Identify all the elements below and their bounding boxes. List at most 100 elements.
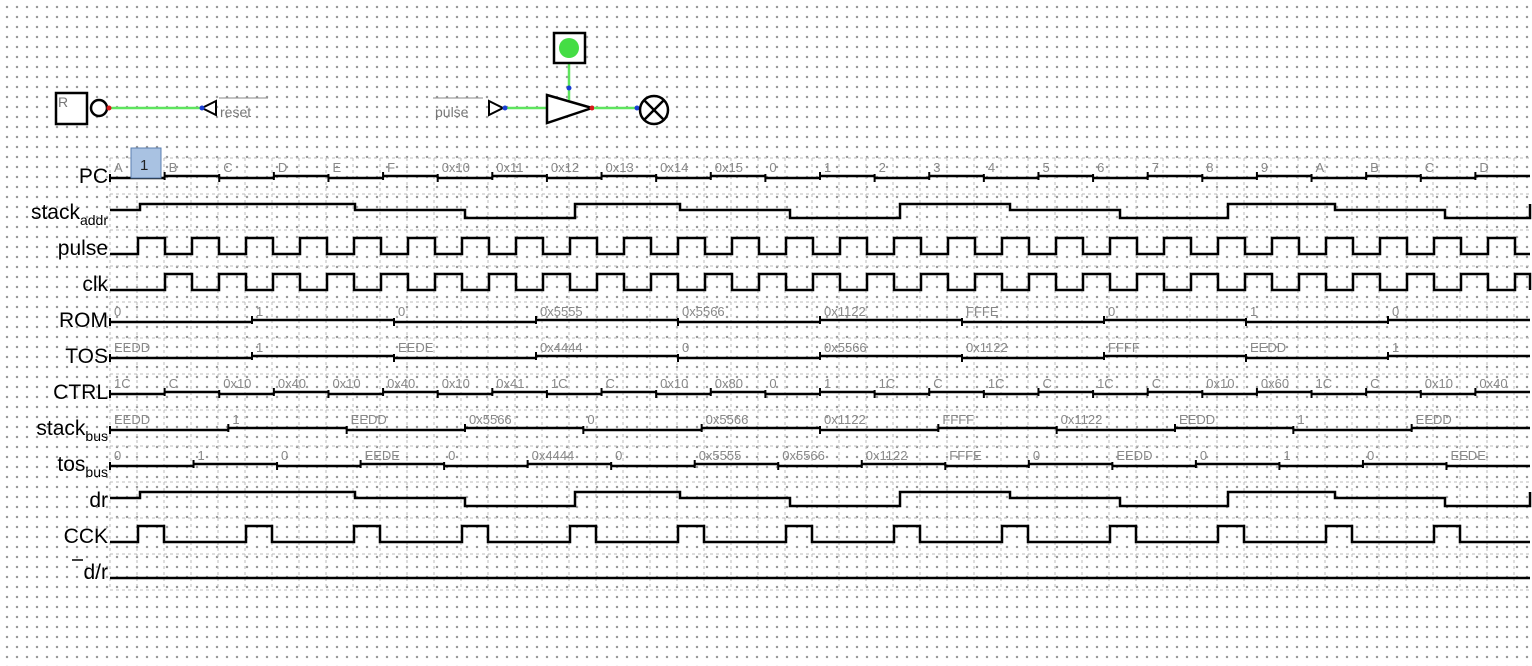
- bus-value: FFFE: [966, 304, 999, 319]
- bus-value: 0x5566: [469, 412, 512, 427]
- bus-value: 1: [1297, 412, 1304, 427]
- led-output[interactable]: [552, 31, 587, 65]
- bus-value: 0x13: [606, 160, 634, 175]
- signal-label-clk: clk: [82, 273, 108, 296]
- bus-value: 0x1122: [1061, 412, 1103, 427]
- bus-value: 1: [256, 340, 263, 355]
- bus-value: 1: [1392, 340, 1399, 355]
- bus-value: 0: [769, 376, 776, 391]
- signal-label-stack_bus: stackbus: [36, 417, 108, 444]
- bus-value: 0x10: [442, 376, 470, 391]
- reset-tunnel[interactable]: reset: [199, 97, 269, 120]
- signal-label-pulse: pulse: [58, 237, 108, 260]
- bus-value: 0x5566: [782, 448, 825, 463]
- bus-value: EEDD: [1116, 448, 1152, 463]
- signal-names: PCstackaddrpulseclkROMTOSCTRLstackbustos…: [31, 165, 109, 584]
- pin-blue-icon: [634, 105, 640, 111]
- reset-button[interactable]: R: [54, 91, 89, 126]
- time-cursor[interactable]: 1: [130, 147, 162, 179]
- bus-value: 0: [1108, 304, 1115, 319]
- bus-value: 0x10: [1425, 376, 1453, 391]
- bus-value: 0x80: [715, 376, 743, 391]
- bus-value: 0x40: [1479, 376, 1507, 391]
- bus-value: 0x40: [387, 376, 415, 391]
- bus-value: 0: [682, 340, 689, 355]
- bus-value: 0: [587, 412, 594, 427]
- bus-value: 8: [1206, 160, 1213, 175]
- bus-value: 0x60: [1261, 376, 1289, 391]
- bus-value: C: [606, 376, 615, 391]
- bus-value: B: [169, 160, 178, 175]
- bus-value: 0: [1392, 304, 1399, 319]
- bus-value: FFFE: [949, 448, 982, 463]
- bus-value: 1C: [1097, 376, 1114, 391]
- bus-value: FFFF: [1108, 340, 1140, 355]
- signal-label-dr: dr: [89, 489, 108, 512]
- bus-value: C: [1152, 376, 1161, 391]
- bus-value: 1C: [988, 376, 1005, 391]
- bus-value: EEDE: [398, 340, 434, 355]
- waveform-dr: [110, 490, 1532, 508]
- signal-label-d_r: d/r: [83, 561, 108, 584]
- bus-value: 1: [232, 412, 239, 427]
- bus-value: C: [1042, 376, 1051, 391]
- bus-value: 0x4444: [540, 340, 583, 355]
- bus-value: 5: [1042, 160, 1049, 175]
- bus-value: 0x5555: [699, 448, 742, 463]
- bus-value: C: [169, 376, 178, 391]
- bus-value: 1C: [551, 376, 568, 391]
- bus-value: 0: [615, 448, 622, 463]
- bus-value: EEDE: [1450, 448, 1486, 463]
- waveform-pulse: [110, 236, 1530, 256]
- bus-value: 1: [256, 304, 263, 319]
- bus-value: 1C: [114, 376, 131, 391]
- bus-value: EEDD: [1250, 340, 1286, 355]
- signal-label-stack_addr: stackaddr: [31, 201, 108, 228]
- bus-value: 1: [198, 448, 205, 463]
- bus-value: 7: [1152, 160, 1159, 175]
- waveform-stack_addr: [110, 202, 1532, 220]
- bus-value: 1: [824, 376, 831, 391]
- bus-value: 0: [1033, 448, 1040, 463]
- bus-value: 0x5566: [682, 304, 725, 319]
- waveform-clk: [110, 272, 1532, 292]
- bus-value: 0x12: [551, 160, 579, 175]
- bus-value: 0x10: [223, 376, 251, 391]
- bus-value: 0x41: [496, 376, 524, 391]
- bus-value: 0: [114, 448, 121, 463]
- bus-value: 2: [879, 160, 886, 175]
- output-pin[interactable]: [638, 94, 670, 126]
- bus-value: 4: [988, 160, 995, 175]
- bus-value: 0: [398, 304, 405, 319]
- bus-value: 0: [114, 304, 121, 319]
- bus-value: A: [114, 160, 123, 175]
- bus-value: 1C: [1316, 376, 1333, 391]
- bus-value: 0x4444: [532, 448, 575, 463]
- bus-value: 0x10: [1206, 376, 1234, 391]
- bus-value: D: [278, 160, 287, 175]
- bus-value: B: [1370, 160, 1379, 175]
- bus-value: A: [1316, 160, 1325, 175]
- bus-value: 0: [1200, 448, 1207, 463]
- pulse-tunnel[interactable]: pulse: [433, 97, 506, 120]
- buffer-gate[interactable]: [545, 93, 597, 125]
- signal-label-ctrl: CTRL: [53, 381, 108, 404]
- chronogram-grid: [109, 157, 1530, 591]
- bus-value: 0: [448, 448, 455, 463]
- bus-value: 0x1122: [966, 340, 1008, 355]
- bus-value: 6: [1097, 160, 1104, 175]
- bus-value: C: [1425, 160, 1434, 175]
- bus-value: D: [1479, 160, 1488, 175]
- bus-value: 0: [1367, 448, 1374, 463]
- bus-value: 0x1122: [824, 412, 866, 427]
- pin-blue-icon: [566, 85, 572, 91]
- inverter-bubble: [89, 98, 109, 118]
- bus-value: 1: [1250, 304, 1257, 319]
- bus-value: 0x5555: [540, 304, 583, 319]
- bus-value: 0x5566: [824, 340, 867, 355]
